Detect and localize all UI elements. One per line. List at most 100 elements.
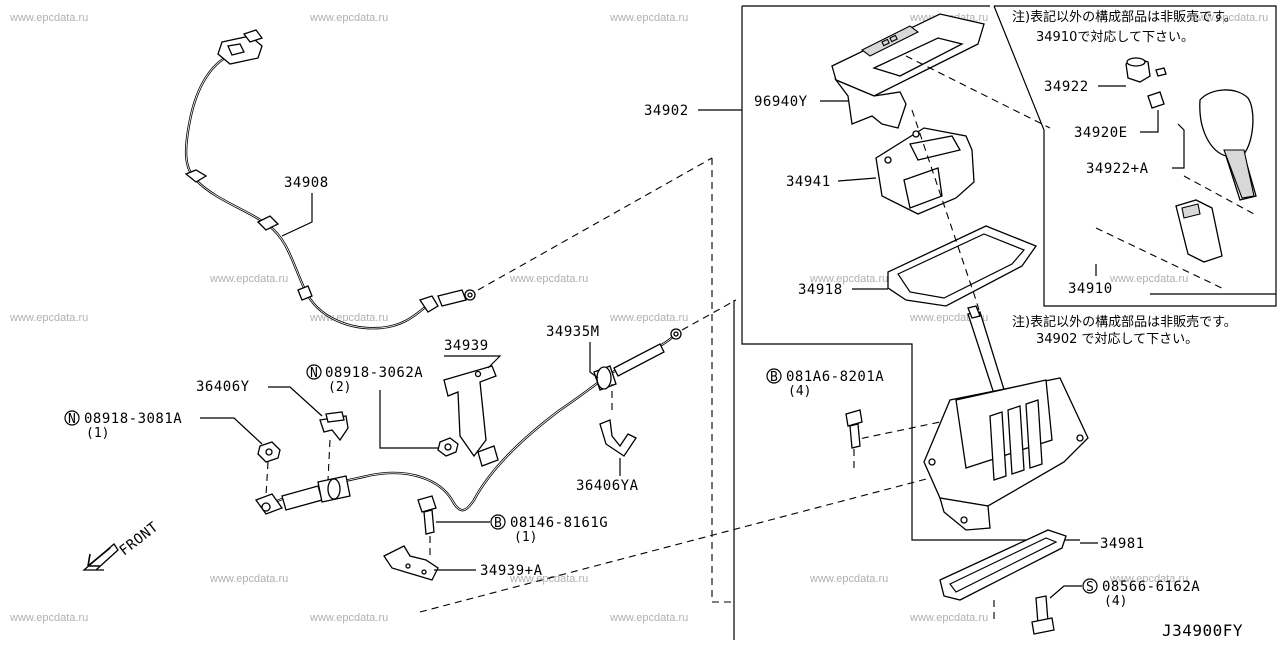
- svg-text:081A6-8201A: 081A6-8201A: [786, 369, 884, 385]
- callout-34935M[interactable]: 34935M: [546, 324, 600, 379]
- svg-text:08566-6162A: 08566-6162A: [1102, 579, 1200, 595]
- svg-text:www.epcdata.ru: www.epcdata.ru: [1189, 12, 1268, 24]
- callout-36406Y[interactable]: 36406Y: [196, 379, 323, 417]
- svg-text:34902 で対応して下さい。: 34902 で対応して下さい。: [1036, 332, 1198, 347]
- svg-text:34922: 34922: [1044, 79, 1089, 95]
- clip-dashline: [327, 439, 331, 481]
- svg-text:注)表記以外の構成部品は非販売です。: 注)表記以外の構成部品は非販売です。: [1012, 9, 1237, 25]
- control-cable-34908-drawing: [184, 29, 476, 330]
- shift-cable-34935M-drawing: [254, 328, 682, 515]
- knob-dash-2: [1095, 227, 1227, 291]
- shifter-base-drawing: [923, 305, 1089, 531]
- svg-text:N: N: [310, 366, 318, 381]
- svg-text:(1): (1): [514, 530, 537, 545]
- knob-drawing: [1125, 57, 1257, 263]
- svg-text:36406YA: 36406YA: [576, 478, 639, 494]
- lower-dashline: [419, 477, 931, 613]
- callout-34920E[interactable]: 34920E: [1074, 110, 1159, 141]
- svg-text:08146-8161G: 08146-8161G: [510, 515, 608, 531]
- svg-text:(4): (4): [788, 384, 811, 399]
- callout-34918[interactable]: 34918: [798, 282, 888, 298]
- svg-text:34981: 34981: [1100, 536, 1145, 552]
- svg-text:www.epcdata.ru: www.epcdata.ru: [309, 12, 388, 24]
- svg-text:34920E: 34920E: [1074, 125, 1128, 141]
- svg-text:34941: 34941: [786, 174, 831, 190]
- box-34910-outline: [993, 5, 1277, 307]
- svg-text:www.epcdata.ru: www.epcdata.ru: [609, 612, 688, 624]
- svg-text:36406Y: 36406Y: [196, 379, 250, 395]
- svg-text:www.epcdata.ru: www.epcdata.ru: [809, 573, 888, 585]
- svg-text:www.epcdata.ru: www.epcdata.ru: [809, 273, 888, 285]
- svg-text:www.epcdata.ru: www.epcdata.ru: [209, 573, 288, 585]
- svg-text:www.epcdata.ru: www.epcdata.ru: [609, 12, 688, 24]
- callout-34922[interactable]: 34922: [1044, 79, 1126, 95]
- callout-08918-3062A[interactable]: N 08918-3062A (2): [306, 364, 438, 449]
- callout-34922A[interactable]: 34922+A: [1086, 123, 1185, 177]
- bracket-34941-drawing: [875, 127, 975, 215]
- bolt-08146-8161G-drawing: [417, 495, 437, 535]
- callout-08566-6162A[interactable]: S 08566-6162A (4): [1049, 578, 1200, 609]
- svg-text:34935M: 34935M: [546, 324, 600, 340]
- svg-text:www.epcdata.ru: www.epcdata.ru: [9, 312, 88, 324]
- cable-to-box-dashline: [477, 157, 713, 291]
- clip-36406YA-drawing: [599, 419, 637, 457]
- diagram-code: J34900FY: [1162, 621, 1243, 640]
- note-top: 注)表記以外の構成部品は非販売です。 34910で対応して下さい。: [1012, 9, 1237, 45]
- knob-dash-1: [1183, 175, 1255, 215]
- svg-text:www.epcdata.ru: www.epcdata.ru: [909, 612, 988, 624]
- callout-08146-8161G[interactable]: B 08146-8161G (1): [436, 514, 608, 545]
- note-bottom: 注)表記以外の構成部品は非販売です。 34902 で対応して下さい。: [1012, 314, 1237, 347]
- callout-96940Y[interactable]: 96940Y: [754, 94, 848, 110]
- svg-text:08918-3062A: 08918-3062A: [325, 365, 423, 381]
- gasket-34981-drawing: [939, 529, 1067, 601]
- bracket-34939A-drawing: [383, 545, 439, 581]
- svg-text:34910: 34910: [1068, 281, 1113, 297]
- left-bracket-dashline: [711, 158, 735, 603]
- svg-text:www.epcdata.ru: www.epcdata.ru: [209, 273, 288, 285]
- svg-text:34918: 34918: [798, 282, 843, 298]
- callout-08918-3081A[interactable]: N 08918-3081A (1): [64, 410, 263, 445]
- callout-34908[interactable]: 34908: [281, 175, 329, 237]
- svg-text:B: B: [494, 516, 502, 531]
- bolt-081A6-8201A-drawing: [845, 409, 863, 449]
- svg-text:B: B: [770, 370, 778, 385]
- callout-36406YA[interactable]: 36406YA: [576, 458, 639, 494]
- svg-text:www.epcdata.ru: www.epcdata.ru: [9, 612, 88, 624]
- nut-08918-3081A-drawing: [257, 441, 281, 463]
- svg-text:(4): (4): [1104, 594, 1127, 609]
- shift-cable-dashline: [681, 299, 737, 331]
- svg-text:96940Y: 96940Y: [754, 94, 808, 110]
- svg-text:www.epcdata.ru: www.epcdata.ru: [309, 312, 388, 324]
- nut-dashline: [265, 461, 269, 497]
- gasket-34918-drawing: [887, 225, 1038, 307]
- svg-text:34939: 34939: [444, 338, 489, 354]
- callout-34941[interactable]: 34941: [786, 174, 877, 190]
- bracket-34939-drawing: [443, 365, 497, 458]
- svg-text:www.epcdata.ru: www.epcdata.ru: [9, 12, 88, 24]
- svg-text:S: S: [1086, 580, 1094, 595]
- callout-34902[interactable]: 34902: [644, 103, 742, 119]
- svg-text:FRONT: FRONT: [117, 519, 162, 559]
- svg-text:www.epcdata.ru: www.epcdata.ru: [1109, 573, 1188, 585]
- callout-34981[interactable]: 34981: [1080, 536, 1145, 552]
- front-arrow: FRONT: [82, 519, 162, 571]
- clip-36406Y-drawing: [319, 411, 349, 442]
- callout-34910[interactable]: 34910: [1068, 264, 1113, 297]
- svg-text:(2): (2): [328, 380, 351, 395]
- screw-08566-6162A-drawing: [1031, 595, 1055, 635]
- svg-text:34902: 34902: [644, 103, 689, 119]
- callout-34939[interactable]: 34939: [444, 338, 502, 369]
- svg-text:注)表記以外の構成部品は非販売です。: 注)表記以外の構成部品は非販売です。: [1012, 314, 1237, 330]
- svg-text:34939+A: 34939+A: [480, 563, 543, 579]
- callout-34939A[interactable]: 34939+A: [434, 563, 543, 579]
- nut-08918-3062A-drawing: [437, 437, 459, 457]
- svg-text:www.epcdata.ru: www.epcdata.ru: [309, 612, 388, 624]
- svg-text:www.epcdata.ru: www.epcdata.ru: [509, 573, 588, 585]
- callout-081A6-8201A[interactable]: B 081A6-8201A (4): [766, 368, 884, 399]
- svg-text:www.epcdata.ru: www.epcdata.ru: [1109, 273, 1188, 285]
- console-96940Y-drawing: [831, 13, 985, 129]
- knob-dashline: [905, 55, 1051, 129]
- svg-text:(1): (1): [86, 426, 109, 441]
- svg-text:www.epcdata.ru: www.epcdata.ru: [509, 273, 588, 285]
